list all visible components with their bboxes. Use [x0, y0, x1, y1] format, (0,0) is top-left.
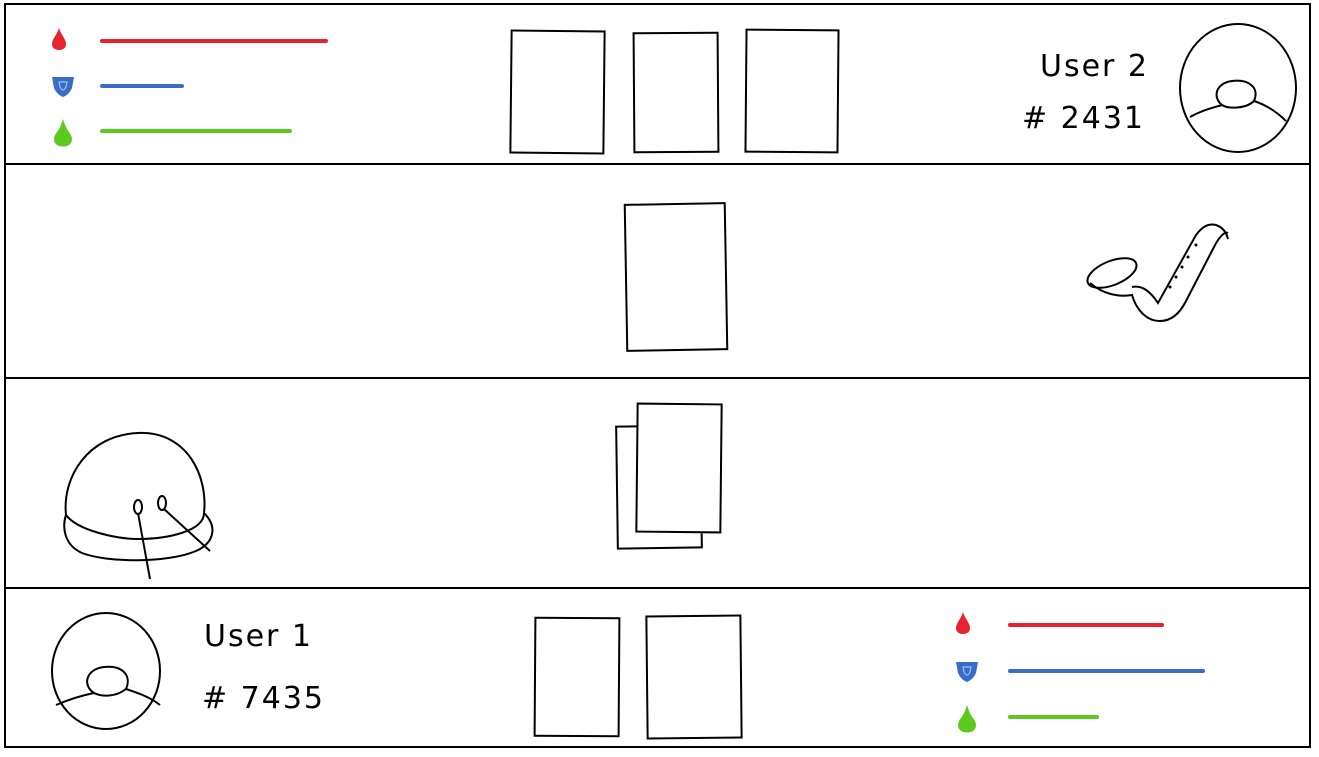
drum-icon[interactable]: [58, 427, 220, 583]
shield-icon: [954, 657, 980, 687]
player-hand-card[interactable]: [645, 614, 743, 740]
saxophone-icon[interactable]: [1084, 217, 1232, 329]
player-row: User 1 # 7435: [6, 589, 1309, 746]
blood-drop-icon: [954, 611, 972, 639]
stat-bar: [1008, 715, 1099, 719]
player-avatar[interactable]: [50, 609, 166, 733]
opponent-avatar[interactable]: [1176, 21, 1300, 157]
opponent-hand-card[interactable]: [632, 31, 720, 154]
row-divider: [6, 587, 1309, 589]
opponent-row: User 2 # 2431: [6, 5, 1309, 163]
player-name: User 1: [204, 619, 314, 654]
opponent-field: [6, 165, 1309, 375]
row-divider: [6, 377, 1309, 379]
stat-bar: [1008, 669, 1205, 673]
stat-bar: [100, 84, 184, 88]
player-hand-card[interactable]: [533, 616, 621, 738]
stat-bar: [100, 129, 292, 133]
opponent-played-card[interactable]: [623, 202, 729, 352]
opponent-hand-card[interactable]: [509, 29, 606, 155]
player-played-card[interactable]: [635, 402, 723, 534]
row-divider: [6, 163, 1309, 165]
opponent-id: # 2431: [1022, 101, 1146, 136]
opponent-name: User 2: [1040, 49, 1150, 84]
opponent-hand-card[interactable]: [744, 28, 840, 154]
stat-bar: [1008, 623, 1164, 627]
game-board: User 2 # 2431: [4, 3, 1311, 748]
pear-icon: [954, 703, 980, 737]
player-field: [6, 379, 1309, 587]
blood-drop-icon: [50, 27, 68, 55]
shield-icon: [50, 72, 76, 102]
stat-bar: [100, 39, 328, 43]
player-id: # 7435: [202, 681, 326, 716]
pear-icon: [50, 117, 76, 151]
